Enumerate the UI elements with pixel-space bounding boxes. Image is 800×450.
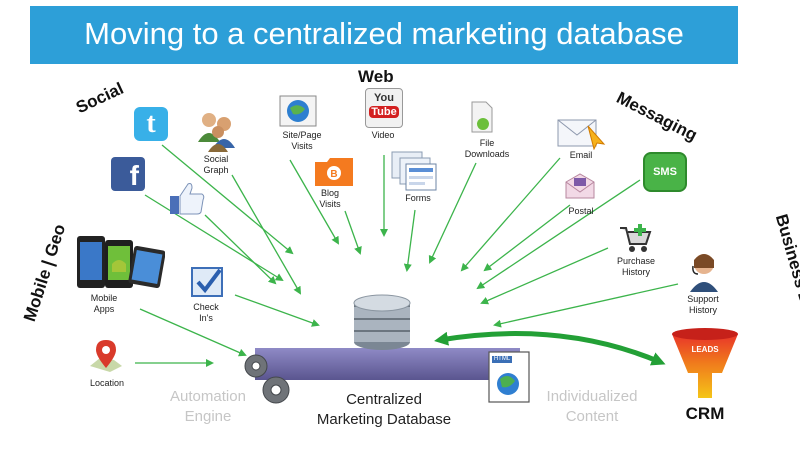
html-tag-label: HTML [493, 356, 511, 362]
youtube-icon: You Tube [365, 88, 403, 128]
file-download-icon [471, 101, 493, 133]
arrow-checkin [234, 294, 320, 327]
thumbs-up-icon [170, 183, 205, 215]
postal-envelope-icon [565, 173, 595, 199]
arrow-twitter [161, 144, 294, 255]
email-icon [557, 119, 606, 150]
people-icon [198, 113, 235, 152]
arrow-purchase [480, 247, 609, 305]
label-email: Email [569, 150, 593, 160]
arrow-site-visits [289, 159, 340, 245]
mobile-devices-icon [77, 236, 165, 289]
category-web: Web [358, 67, 394, 86]
globe-icon [279, 95, 317, 127]
crm-funnel-icon [672, 328, 738, 398]
arrow-facebook [144, 194, 284, 282]
arrow-postal [483, 204, 571, 272]
label-location: Location [89, 378, 125, 388]
blog-folder-icon: B [315, 158, 353, 186]
label-postal: Postal [568, 206, 594, 216]
label-crm: CRM [685, 404, 725, 423]
funnel-leads-label: LEADS [691, 345, 719, 354]
arrow-email [460, 157, 561, 272]
check-in-icon [191, 267, 223, 297]
shopping-cart-icon [620, 224, 652, 252]
support-agent-icon [690, 254, 718, 292]
forms-icon [391, 151, 437, 191]
twitter-icon: t [134, 107, 168, 141]
database-platform [255, 348, 520, 380]
facebook-icon: f [111, 157, 145, 191]
database-icon [353, 294, 411, 350]
arrow-forms [403, 209, 416, 272]
arrow-crm [434, 331, 666, 366]
arrow-support [493, 283, 679, 328]
arrow-blog [344, 210, 362, 255]
svg-text:B: B [330, 169, 337, 180]
gears-icon [244, 354, 290, 404]
html-document-icon [488, 351, 530, 403]
arrow-like [204, 214, 277, 285]
arrow-sms [476, 179, 641, 290]
sms-icon: SMS [643, 152, 687, 192]
arrow-social-graph [231, 174, 301, 295]
title-banner: Moving to a centralized marketing databa… [30, 6, 738, 64]
label-forms: Forms [405, 193, 431, 203]
location-pin-icon [90, 340, 122, 372]
page-title: Moving to a centralized marketing databa… [84, 16, 684, 51]
arrow-mobile [139, 308, 247, 357]
arrow-file-downloads [428, 162, 477, 264]
label-video: Video [371, 130, 395, 140]
